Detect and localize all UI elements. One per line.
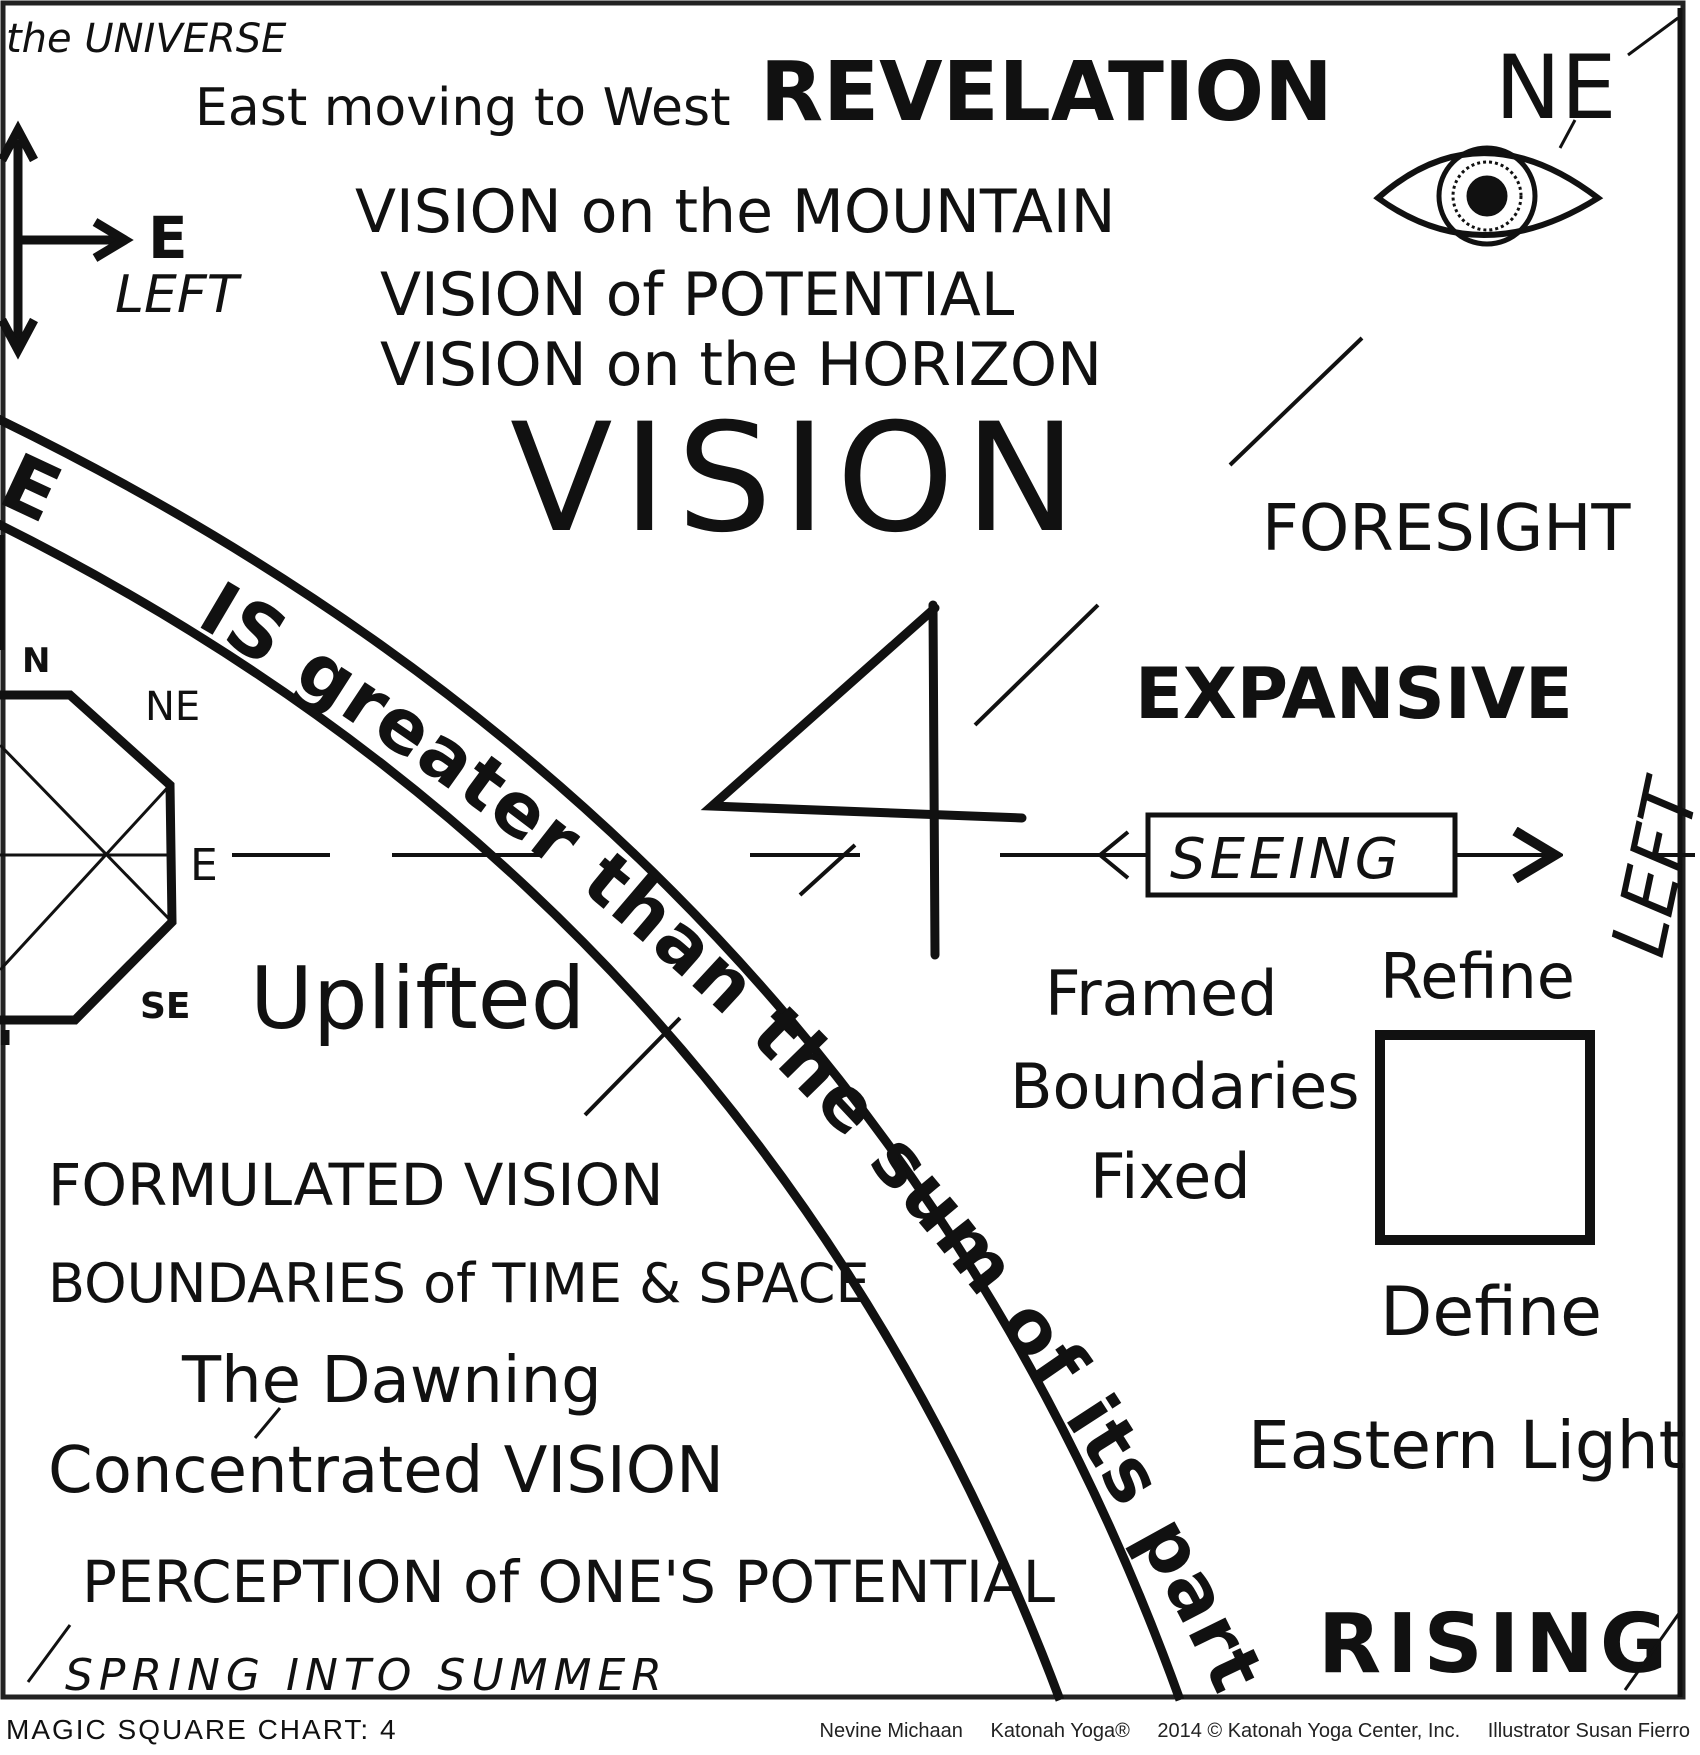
rising-label: RISING [1318, 1597, 1673, 1692]
left-vertical-label: LEFT [1595, 768, 1700, 963]
credit-author: Nevine Michaan [820, 1720, 963, 1742]
left-line-2: BOUNDARIES of TIME & SPACE [48, 1252, 870, 1315]
arc-band-textpath: IS greater than the sum of its part [186, 566, 1281, 1706]
vision-title: VISION [510, 392, 1087, 566]
arc-band-text: IS greater than the sum of its part [186, 566, 1281, 1706]
octagon-diagram [0, 535, 172, 1045]
left-line-3: The Dawning [181, 1344, 602, 1418]
season-slash [28, 1625, 70, 1682]
left-line-1: FORMULATED VISION [48, 1151, 664, 1219]
seeing-label: SEEING [1170, 827, 1402, 892]
eye-icon [1378, 120, 1598, 244]
corner-tick [1628, 18, 1678, 55]
framed-line-1: Framed [1045, 957, 1278, 1030]
horizontal-axis [232, 832, 1695, 895]
vision-line-2: VISION of POTENTIAL [380, 260, 1015, 330]
credit-illustrator: Illustrator Susan Fierro [1488, 1720, 1690, 1742]
chart-title: MAGIC SQUARE CHART: 4 [6, 1714, 398, 1746]
direction-note: East moving to West [195, 78, 731, 138]
square-shape [1380, 1035, 1590, 1240]
compass-east-letter: E [148, 204, 188, 272]
refine-label: Refine [1380, 940, 1575, 1013]
octagon-label-e: E [190, 840, 218, 891]
uplifted-label: Uplifted [250, 949, 585, 1049]
compass-left-word: LEFT [115, 265, 243, 325]
credits: Nevine Michaan Katonah Yoga® 2014 © Kato… [798, 1720, 1691, 1743]
number-four-strokes [712, 605, 1022, 955]
vision-line-1: VISION on the MOUNTAIN [355, 177, 1115, 247]
octagon-label-n: N [22, 641, 50, 681]
eastern-light-label: Eastern Light [1248, 1407, 1685, 1484]
framed-line-3: Fixed [1090, 1140, 1251, 1213]
expansive-label: EXPANSIVE [1135, 653, 1573, 735]
season-label: SPRING INTO SUMMER [65, 1650, 668, 1701]
vision-line-3: VISION on the HORIZON [380, 330, 1102, 400]
framed-line-2: Boundaries [1010, 1050, 1360, 1123]
universe-fragment: the UNIVERSE [6, 16, 287, 62]
credit-copyright: 2014 © Katonah Yoga Center, Inc. [1157, 1720, 1460, 1742]
uplifted-slash [585, 1018, 680, 1115]
left-line-5: PERCEPTION of ONE'S POTENTIAL [82, 1548, 1055, 1616]
foresight-label: FORESIGHT [1262, 492, 1631, 566]
compass-arrows [2, 130, 125, 350]
define-label: Define [1380, 1273, 1602, 1352]
corner-direction-ne: NE [1495, 36, 1616, 139]
foresight-slash [1230, 338, 1362, 465]
credit-brand: Katonah Yoga® [990, 1720, 1129, 1742]
octagon-label-ne: NE [145, 684, 200, 730]
expansive-slash [975, 605, 1098, 725]
revelation-title: REVELATION [760, 45, 1333, 140]
left-line-4: Concentrated VISION [48, 1434, 724, 1508]
octagon-label-se: SE [140, 986, 191, 1027]
